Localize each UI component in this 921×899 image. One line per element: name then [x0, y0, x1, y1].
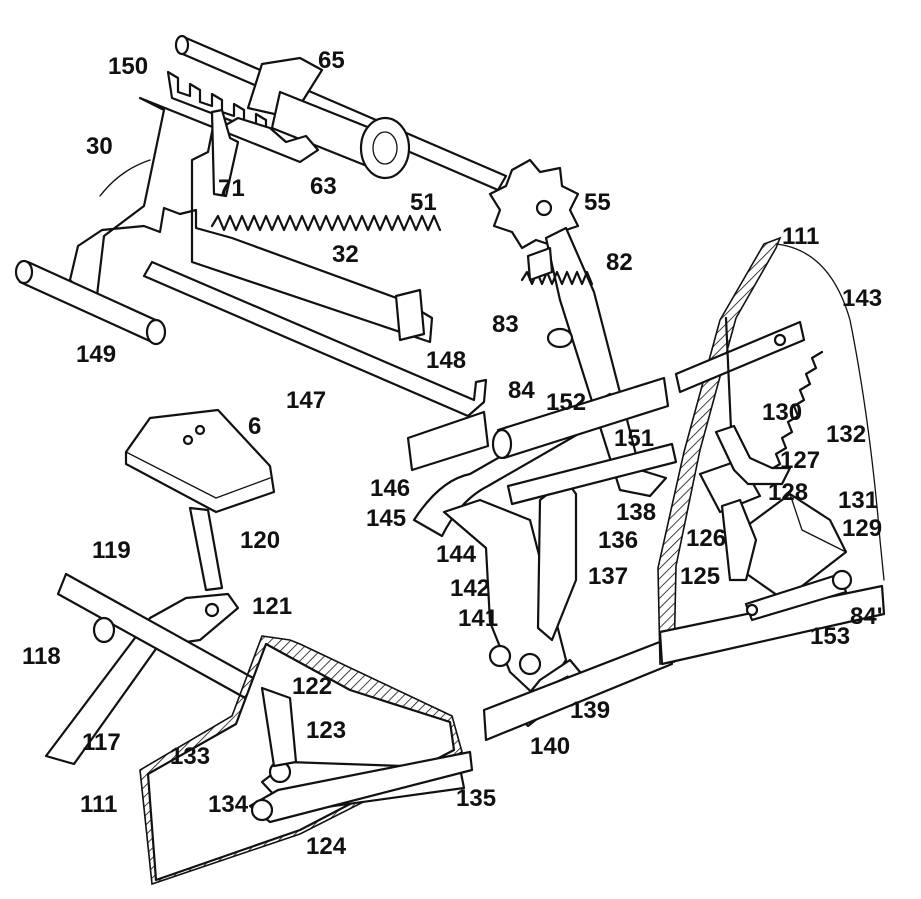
- label-111-top: 111: [782, 223, 819, 250]
- rail-135-left: [482, 636, 674, 742]
- lever-82: [544, 226, 668, 498]
- label-137: 137: [588, 563, 628, 590]
- label-139: 139: [570, 697, 610, 724]
- label-119: 119: [92, 537, 131, 564]
- label-82: 82: [606, 249, 633, 276]
- label-32: 32: [332, 241, 359, 268]
- label-126: 126: [686, 525, 726, 552]
- label-148: 148: [426, 347, 466, 374]
- label-111-bottom: 111: [80, 791, 117, 818]
- label-136: 136: [598, 527, 638, 554]
- label-122: 122: [292, 673, 332, 700]
- label-146: 146: [370, 475, 410, 502]
- label-130: 130: [762, 399, 802, 426]
- reference-labels: 150 65 30 71 63 51 55 32 82 111 143 83 1…: [22, 47, 882, 860]
- label-125: 125: [680, 563, 720, 590]
- label-124: 124: [306, 833, 347, 860]
- label-149: 149: [76, 341, 116, 368]
- arm-136: [536, 478, 578, 642]
- label-51: 51: [410, 189, 437, 216]
- label-6: 6: [248, 413, 261, 440]
- label-71: 71: [218, 175, 245, 202]
- label-153: 153: [810, 623, 850, 650]
- base-plate-111-right: [657, 236, 885, 665]
- bar-147-148: [142, 260, 490, 472]
- knob-6: [124, 408, 276, 514]
- label-134: 134: [208, 791, 249, 818]
- lever-126-127: [714, 424, 792, 582]
- label-55: 55: [584, 189, 611, 216]
- shaft-149: [14, 259, 167, 346]
- label-127: 127: [780, 447, 820, 474]
- label-141: 141: [458, 605, 498, 632]
- label-129: 129: [842, 515, 882, 542]
- label-151: 151: [614, 425, 654, 452]
- link-124: [248, 686, 474, 824]
- cross-bar-152: [506, 442, 678, 506]
- label-145: 145: [366, 505, 406, 532]
- label-121: 121: [252, 593, 292, 620]
- label-83: 83: [492, 311, 519, 338]
- label-138: 138: [616, 499, 656, 526]
- sleeve-65: [246, 56, 411, 180]
- label-131: 131: [838, 487, 878, 514]
- label-133: 133: [170, 743, 210, 770]
- label-150: 150: [108, 53, 148, 80]
- label-132: 132: [826, 421, 866, 448]
- label-118: 118: [22, 643, 61, 670]
- label-117: 117: [82, 729, 121, 756]
- spring-32: [210, 214, 442, 342]
- label-143: 143: [842, 285, 882, 312]
- label-142: 142: [450, 575, 490, 602]
- spring-83: [520, 246, 594, 349]
- label-84-prime: 84': [850, 603, 882, 630]
- label-128: 128: [768, 479, 808, 506]
- link-153: [744, 569, 853, 622]
- label-63: 63: [310, 173, 337, 200]
- label-84: 84: [508, 377, 535, 404]
- label-65: 65: [318, 47, 345, 74]
- rail-84: [491, 376, 670, 460]
- label-135: 135: [456, 785, 496, 812]
- label-147: 147: [286, 387, 326, 414]
- label-144: 144: [436, 541, 477, 568]
- pinion-55: [488, 158, 580, 250]
- rod-120: [188, 506, 224, 592]
- spring-132: [768, 350, 824, 472]
- label-120: 120: [240, 527, 280, 554]
- lever-117: [44, 592, 240, 766]
- label-123: 123: [306, 717, 346, 744]
- label-30: 30: [86, 133, 113, 160]
- label-152: 152: [546, 389, 586, 416]
- label-140: 140: [530, 733, 570, 760]
